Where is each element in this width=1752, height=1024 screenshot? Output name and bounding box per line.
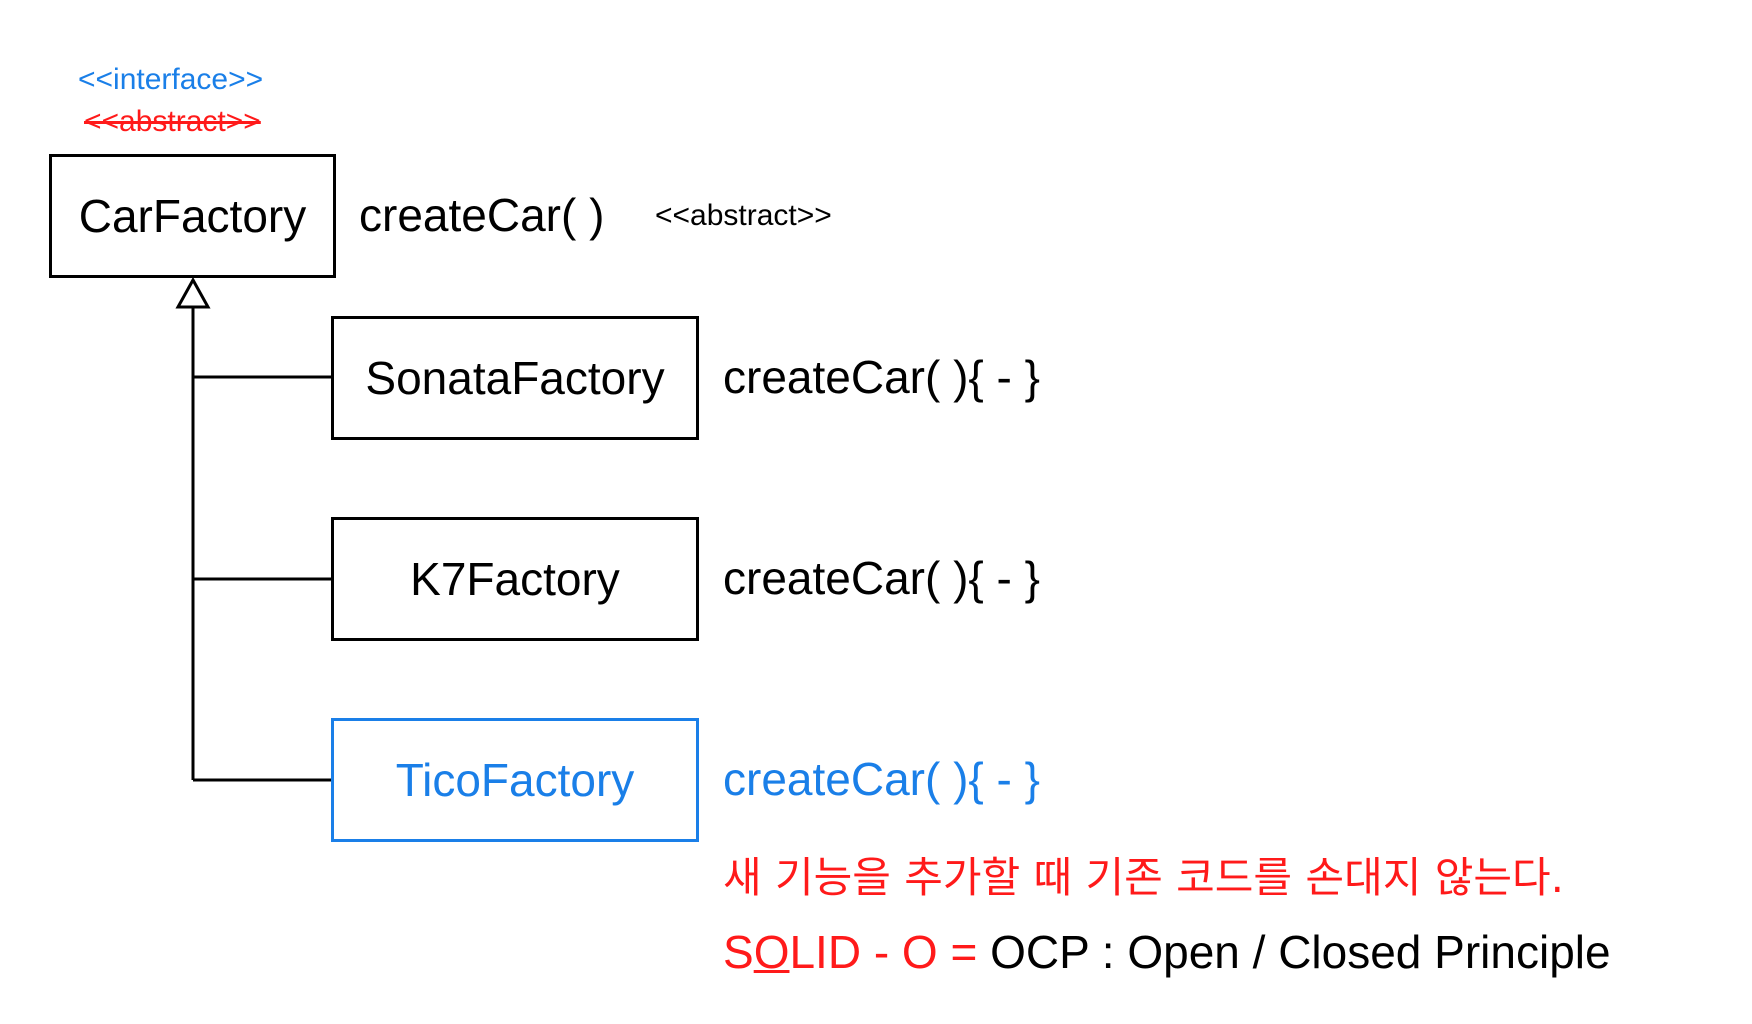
carfactory-method: createCar( ): [359, 189, 605, 241]
k7factory-method: createCar( ){ - }: [723, 552, 1040, 604]
solid-letter-s: S: [723, 926, 754, 978]
ocp-definition: OCP : Open / Closed Principle: [990, 926, 1611, 978]
sonatafactory-class-box: SonataFactory: [331, 316, 699, 440]
ticofactory-method: createCar( ){ - }: [723, 753, 1040, 805]
sonatafactory-class-name: SonataFactory: [365, 352, 665, 404]
sonatafactory-method: createCar( ){ - }: [723, 351, 1040, 403]
ocp-korean-note: 새 기능을 추가할 때 기존 코드를 손대지 않는다.: [723, 853, 1564, 902]
ticofactory-class-box: TicoFactory: [331, 718, 699, 842]
carfactory-method-stereotype: <<abstract>>: [655, 199, 832, 232]
ticofactory-class-name: TicoFactory: [395, 754, 635, 806]
generalization-arrowhead: [175, 276, 211, 309]
solid-ocp-line: SOLID - O = OCP : Open / Closed Principl…: [723, 924, 1611, 980]
k7factory-class-box: K7Factory: [331, 517, 699, 641]
abstract-stereotype-struck: <<abstract>>: [84, 105, 261, 138]
k7factory-class-name: K7Factory: [410, 553, 620, 605]
solid-rest: LID - O =: [789, 926, 991, 978]
carfactory-class-name: CarFactory: [78, 190, 307, 242]
solid-letter-o-underlined: O: [753, 926, 790, 978]
interface-stereotype: <<interface>>: [78, 63, 264, 96]
carfactory-class-box: CarFactory: [49, 154, 336, 278]
